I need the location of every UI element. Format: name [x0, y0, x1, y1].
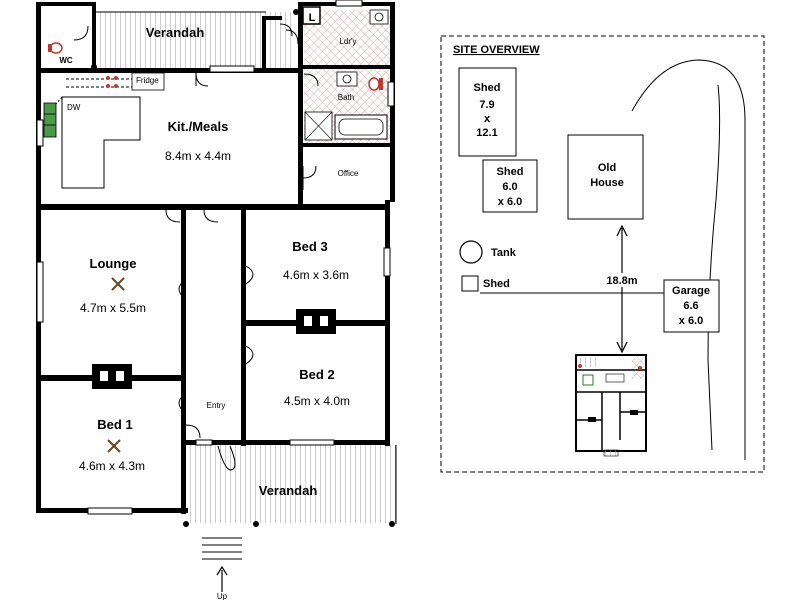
bed2-dims: 4.5m x 4.0m — [284, 394, 350, 408]
wc-label: WC — [59, 56, 73, 65]
road-outer — [631, 59, 746, 460]
bath-toilet-icon — [368, 77, 383, 91]
bed2-label: Bed 2 — [299, 367, 334, 382]
lounge-label: Lounge — [90, 256, 137, 271]
garage-l3: x 6.0 — [679, 315, 703, 327]
distance-label: 18.8m — [606, 275, 637, 287]
garage-l2: 6.6 — [683, 300, 698, 312]
garage-l1: Garage — [672, 285, 710, 297]
old-house-l1: Old — [598, 162, 616, 174]
bed1-dims: 4.6m x 4.3m — [79, 459, 145, 473]
fireplace-bed3-bed2 — [296, 309, 336, 334]
laundry-marker-label: L — [309, 12, 316, 24]
bed3-label: Bed 3 — [292, 239, 327, 254]
kitchen-label: Kit./Meals — [168, 119, 229, 134]
shed-large-l1: Shed — [474, 82, 501, 94]
garage — [663, 279, 720, 333]
shed-large-l3: x — [484, 113, 491, 125]
entry-label: Entry — [207, 401, 226, 410]
tank-icon — [459, 240, 483, 264]
kitchen-bench — [61, 96, 141, 189]
distance-arrow-icon — [616, 224, 628, 354]
verandah-bottom-area — [190, 445, 397, 523]
shed-small-label: Shed — [483, 278, 510, 290]
dw-label: DW — [67, 103, 81, 112]
sink — [43, 102, 57, 138]
bed3-dims: 4.6m x 3.6m — [283, 268, 349, 282]
laundry-label: Ldr'y — [339, 37, 356, 46]
up-label: Up — [217, 592, 228, 600]
verandah-posts — [91, 9, 395, 527]
kitchen-dims: 8.4m x 4.4m — [165, 149, 231, 163]
shed-large-l2: 7.9 — [479, 99, 494, 111]
ceiling-fan-icon — [111, 277, 125, 291]
windows — [36, 0, 395, 515]
verandah-top-area — [95, 12, 295, 70]
shed-large-l4: 12.1 — [476, 127, 497, 139]
toilet-icon — [48, 42, 63, 54]
stove-icon — [106, 76, 118, 88]
site-overview-title: SITE OVERVIEW — [453, 44, 540, 56]
shed-large — [458, 67, 517, 157]
shed-medium-l2: 6.0 — [502, 181, 517, 193]
tank-label: Tank — [491, 247, 517, 259]
mini-floorplan — [575, 354, 647, 457]
shed-medium-l1: Shed — [497, 166, 524, 178]
verandah-bottom-label: Verandah — [259, 483, 318, 498]
shed-medium — [482, 159, 538, 213]
bed1-label: Bed 1 — [97, 417, 132, 432]
road-inner — [707, 84, 721, 451]
shed-small — [461, 275, 479, 292]
ceiling-fan-icon — [107, 439, 121, 453]
bath-label: Bath — [338, 93, 354, 102]
fridge-label: Fridge — [136, 76, 159, 85]
office-label: Office — [338, 169, 359, 178]
laundry-marker — [302, 6, 321, 25]
verandah-top-label: Verandah — [146, 25, 205, 40]
old-house — [567, 134, 644, 220]
lounge-dims: 4.7m x 5.5m — [80, 301, 146, 315]
doors — [165, 23, 319, 471]
site-overview-frame — [440, 35, 765, 473]
shed-medium-l3: x 6.0 — [498, 196, 522, 208]
fireplace-lounge-bed1 — [92, 364, 132, 389]
up-arrow-icon — [216, 565, 228, 592]
fridge-space — [131, 72, 165, 91]
entry-steps — [202, 537, 242, 560]
old-house-l2: House — [590, 177, 624, 189]
